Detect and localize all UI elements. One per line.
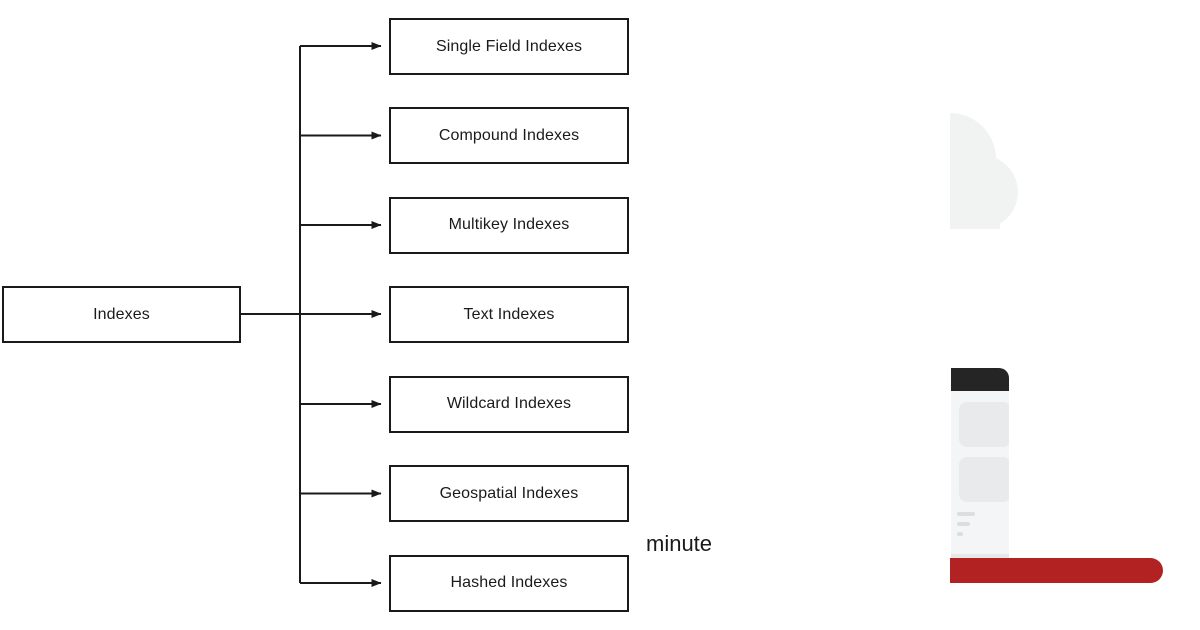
cloud-icon: [950, 113, 1018, 229]
node-indexes-label: Indexes: [93, 305, 150, 323]
card-placeholder-block: [959, 402, 1009, 447]
node-single-field-indexes-label: Single Field Indexes: [435, 37, 583, 55]
node-text-indexes-label: Text Indexes: [463, 305, 555, 323]
card-header-bar: [951, 368, 1009, 391]
node-text-indexes[interactable]: Text Indexes: [389, 286, 629, 343]
card-placeholder-line: [957, 532, 963, 536]
node-single-field-indexes[interactable]: Single Field Indexes: [389, 18, 629, 75]
node-compound-indexes-label: Compound Indexes: [438, 126, 580, 144]
node-geospatial-indexes[interactable]: Geospatial Indexes: [389, 465, 629, 522]
node-multikey-indexes[interactable]: Multikey Indexes: [389, 196, 629, 254]
card-placeholder-line: [957, 522, 970, 526]
node-compound-indexes[interactable]: Compound Indexes: [389, 107, 629, 164]
card-placeholder-block: [959, 457, 1009, 502]
node-geospatial-indexes-label: Geospatial Indexes: [439, 484, 579, 502]
cloud-lobe-base: [950, 165, 1000, 229]
node-multikey-indexes-label: Multikey Indexes: [448, 216, 570, 234]
node-indexes[interactable]: Indexes: [2, 286, 241, 343]
device-card-graphic: [951, 368, 1009, 568]
node-wildcard-indexes[interactable]: Wildcard Indexes: [389, 375, 629, 433]
node-wildcard-indexes-label: Wildcard Indexes: [446, 395, 572, 413]
card-placeholder-line: [957, 512, 975, 516]
node-hashed-indexes-label: Hashed Indexes: [450, 574, 568, 592]
red-bar-graphic: [950, 558, 1163, 583]
node-hashed-indexes[interactable]: Hashed Indexes: [389, 554, 629, 612]
loose-text-minute: minute: [646, 531, 713, 556]
